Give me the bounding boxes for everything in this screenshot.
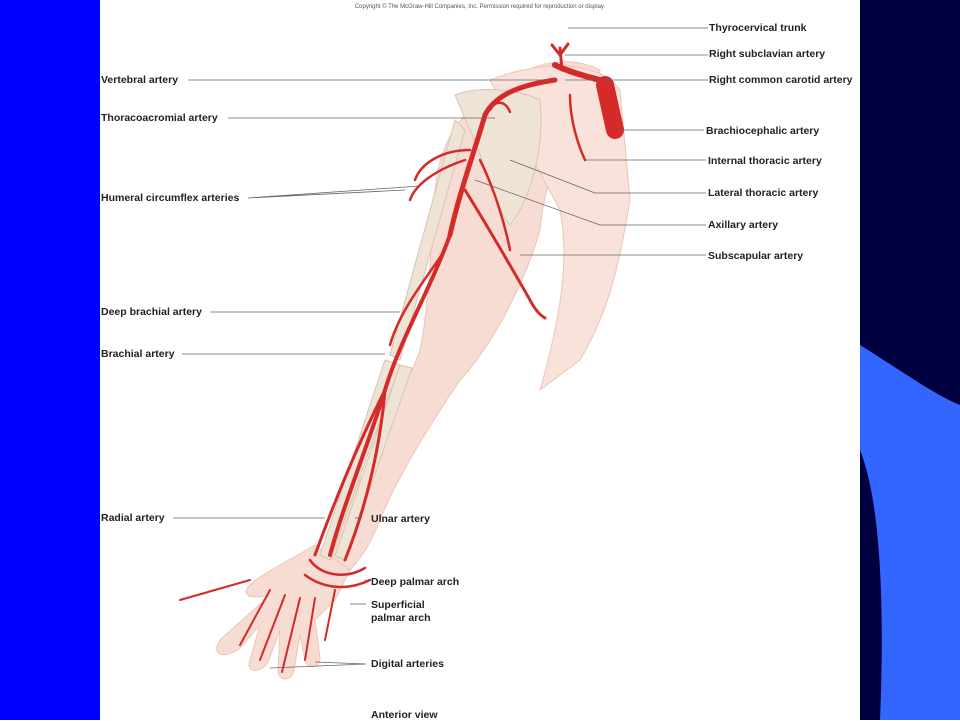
label-superficial-palmar-arch-line1: Superficial [371, 599, 425, 611]
right-subclavian [482, 77, 558, 118]
arteries [179, 42, 624, 673]
axillary-artery [447, 112, 488, 238]
ulnar-artery [343, 388, 387, 562]
internal-thoracic [568, 93, 587, 162]
label-deep-palmar-arch: Deep palmar arch [371, 576, 460, 588]
label-thyrocervical-trunk: Thyrocervical trunk [709, 22, 807, 34]
label-radial-artery: Radial artery [101, 512, 165, 524]
left-blue-panel [0, 0, 100, 720]
radial-artery [313, 388, 387, 557]
humeral-circumflex [408, 148, 472, 202]
label-brachial-artery: Brachial artery [101, 348, 175, 360]
label-right-subclavian-artery: Right subclavian artery [709, 48, 826, 60]
label-humeral-circumflex-arteries: Humeral circumflex arteries [101, 192, 240, 204]
arm-illustration [173, 27, 708, 680]
label-digital-arteries: Digital arteries [371, 658, 444, 670]
label-right-common-carotid-artery: Right common carotid artery [709, 74, 853, 86]
right-blue-wave [860, 345, 960, 720]
lateral-thoracic [478, 158, 512, 252]
right-common-carotid [552, 62, 603, 83]
label-thoracoacromial-artery: Thoracoacromial artery [101, 112, 218, 124]
brachiocephalic-artery [596, 76, 624, 139]
anatomy-figure: Copyright © The McGraw-Hill Companies, I… [100, 0, 860, 721]
thyrocervical-trunk [550, 42, 570, 72]
label-subscapular-artery: Subscapular artery [708, 250, 804, 262]
leader-lines [173, 27, 708, 669]
label-brachiocephalic-artery: Brachiocephalic artery [706, 125, 820, 137]
label-superficial-palmar-arch-line2: palmar arch [371, 612, 431, 624]
label-lateral-thoracic-artery: Lateral thoracic artery [708, 187, 819, 199]
figure-caption: Anterior view [371, 709, 438, 721]
label-ulnar-artery: Ulnar artery [371, 513, 430, 525]
label-vertebral-artery: Vertebral artery [101, 74, 179, 86]
label-axillary-artery: Axillary artery [708, 219, 779, 231]
thoracoacromial [488, 101, 512, 114]
digital-arteries [179, 579, 336, 673]
copyright-notice: Copyright © The McGraw-Hill Companies, I… [354, 4, 606, 10]
label-internal-thoracic-artery: Internal thoracic artery [708, 155, 822, 167]
label-deep-brachial-artery: Deep brachial artery [101, 306, 202, 318]
subscapular [463, 188, 547, 320]
deep-brachial-artery [388, 248, 447, 347]
palmar-arches [303, 558, 372, 589]
